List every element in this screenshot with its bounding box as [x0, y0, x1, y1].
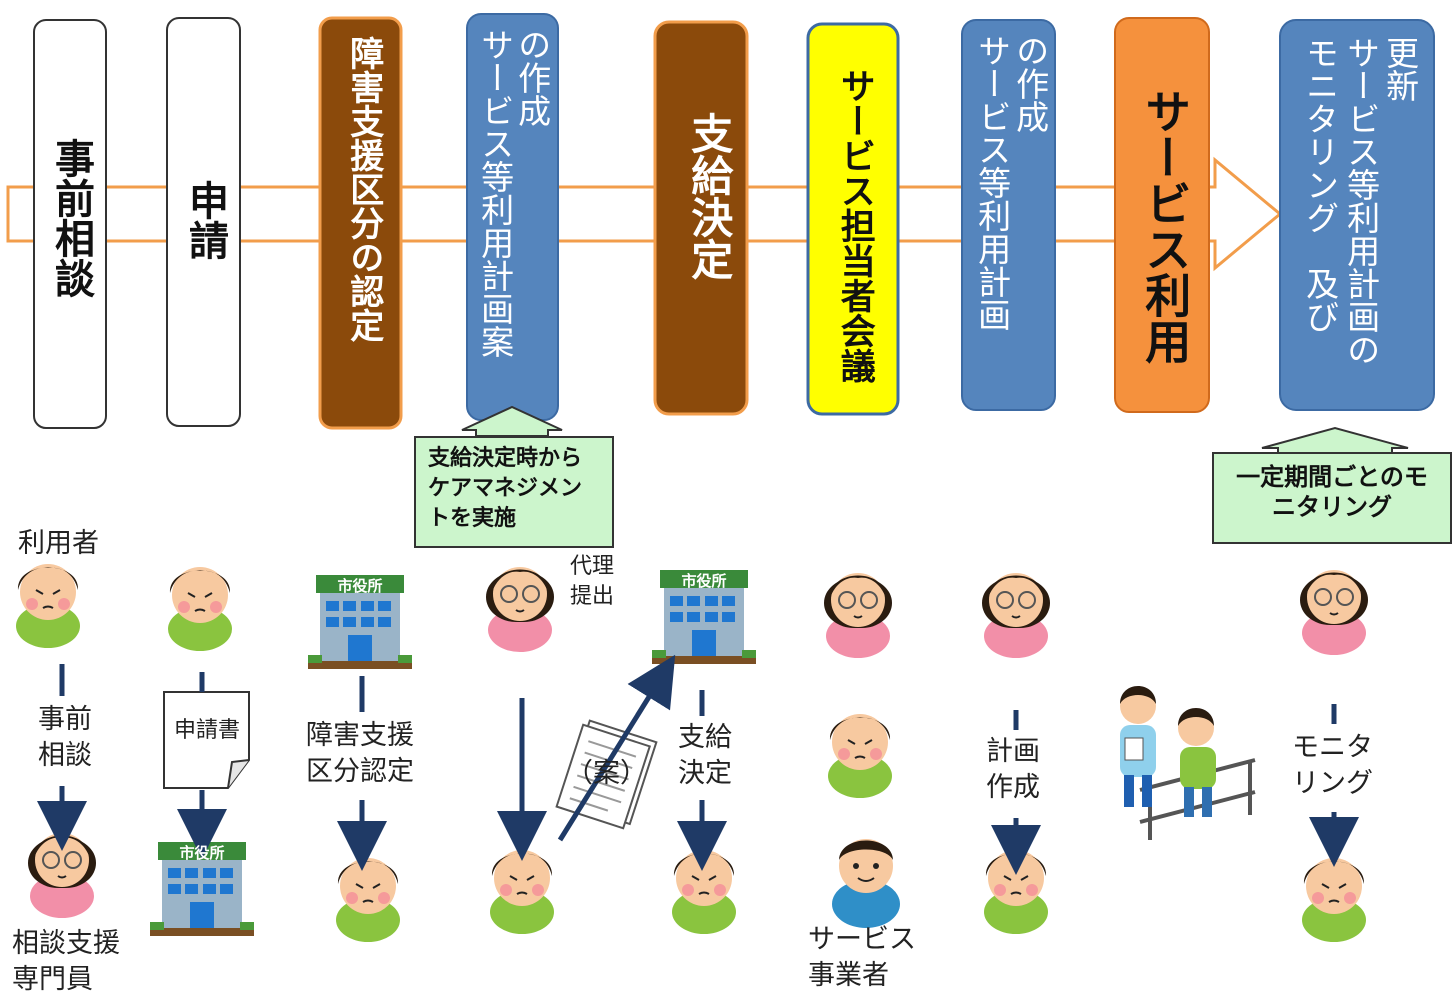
- step-label-9b: サービス等利用計画の: [1341, 36, 1381, 366]
- provider-icon: [831, 838, 901, 929]
- step-sub-4: の作成: [512, 28, 552, 127]
- step-box-6: [806, 22, 900, 416]
- label-provider: サービス 事業者: [808, 924, 916, 991]
- label-application-doc: 申請書: [174, 718, 241, 743]
- service-scene-icon: [1120, 686, 1256, 840]
- user-icon-2: [167, 566, 233, 652]
- user-icon: [15, 563, 81, 649]
- user-icon-4: [489, 849, 555, 935]
- specialist-icon: [27, 832, 97, 919]
- specialist-icon-2: [485, 566, 555, 653]
- step-label-4: サービス等利用計画案: [475, 28, 515, 358]
- user-icon-3: [335, 857, 401, 943]
- building-sign-2: 市役所: [337, 577, 383, 595]
- step-label-1: 事前相談: [48, 138, 94, 298]
- label-user: 利用者: [18, 528, 99, 559]
- label-consult: 事前 相談: [38, 704, 92, 771]
- step-box-1: [33, 19, 107, 429]
- label-plan: 計画 作成: [986, 736, 1040, 803]
- user-icon-6: [827, 713, 893, 799]
- step-label-2: 申請: [182, 180, 228, 260]
- user-icon-7: [983, 849, 1049, 935]
- specialist-icon-5: [1299, 569, 1369, 656]
- label-proxy: 代理 提出: [570, 554, 615, 609]
- building-sign-3: 市役所: [681, 572, 727, 590]
- step-box-3: [318, 16, 403, 430]
- step-sub-9: 更新: [1380, 36, 1420, 102]
- arrow-down-icon: [37, 654, 1359, 875]
- step-sub-7: の作成: [1010, 34, 1050, 133]
- step-label-9a: モニタリング 及び: [1300, 36, 1340, 333]
- user-icon-5: [671, 849, 737, 935]
- step-box-7: [961, 19, 1056, 411]
- step-label-6: サービス担当者会議: [834, 68, 875, 383]
- step-box-2: [166, 17, 241, 427]
- step-label-8: サービス利用: [1138, 88, 1193, 364]
- specialist-icon-3: [823, 572, 893, 659]
- step-label-7: サービス等利用計画: [972, 34, 1012, 331]
- user-icon-8: [1301, 857, 1367, 943]
- step-label-3: 障害支援区分の認定: [343, 36, 384, 342]
- callout-monitoring: 一定期間ごとのモニタリング: [1212, 452, 1452, 544]
- callout-care-management: 支給決定時からケアマネジメントを実施: [414, 436, 614, 548]
- step-box-9: [1279, 19, 1435, 411]
- label-monitoring: モニタ リング: [1292, 732, 1373, 799]
- specialist-icon-4: [981, 572, 1051, 659]
- label-decision: 支給 決定: [678, 722, 732, 789]
- step-label-5: 支給決定: [684, 112, 734, 280]
- label-certification: 障害支援 区分認定: [306, 720, 414, 787]
- building-sign-1: 市役所: [179, 844, 225, 862]
- label-draft: （案）: [566, 758, 647, 789]
- label-specialist: 相談支援 専門員: [12, 928, 120, 995]
- step-box-8: [1114, 17, 1210, 413]
- step-box-5: [653, 20, 749, 416]
